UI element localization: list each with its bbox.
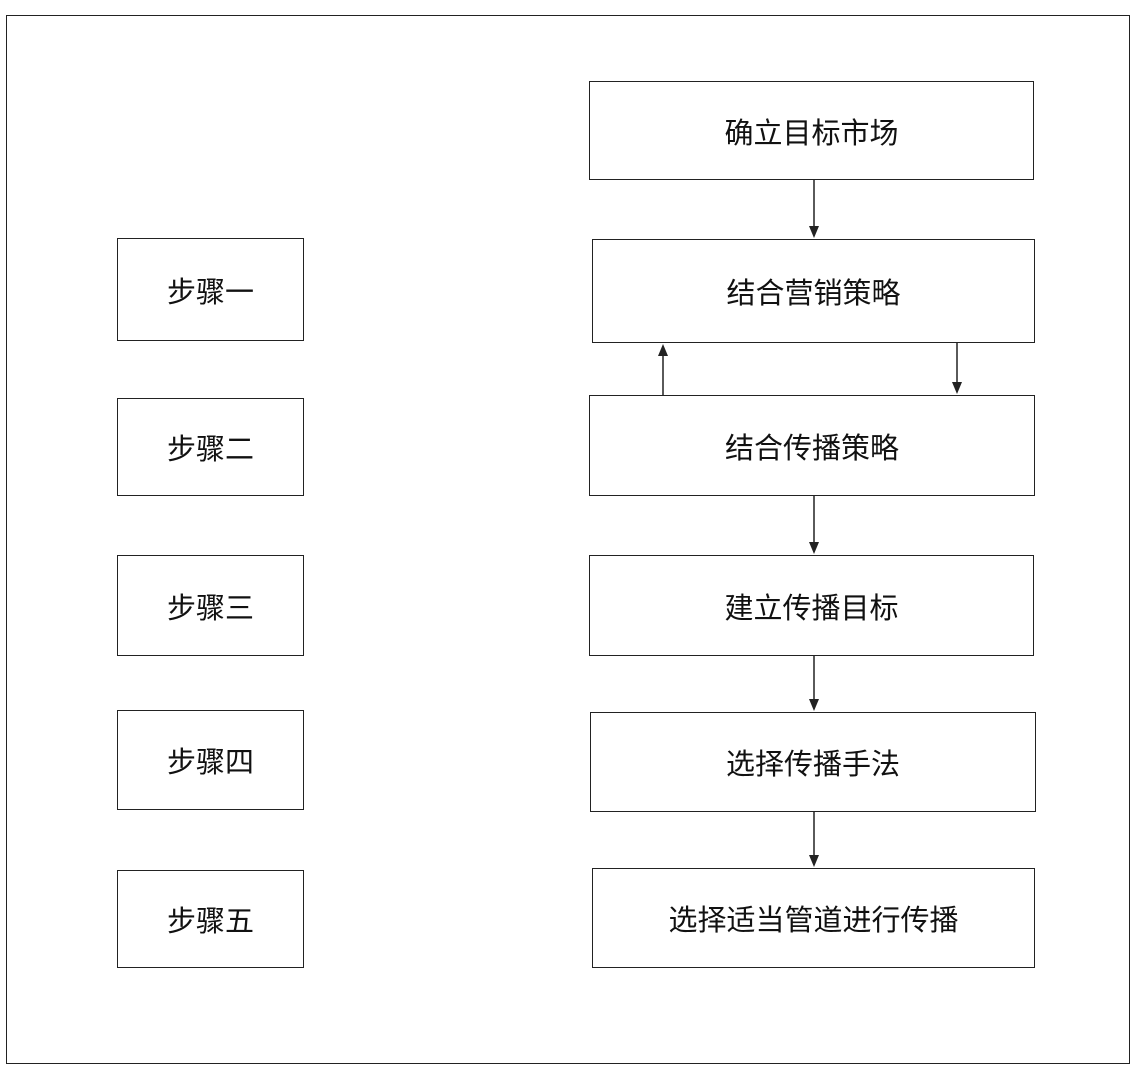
flow-label-marketing-strategy: 结合营销策略 [726, 276, 901, 310]
step-5-label: 步骤五 [166, 904, 254, 938]
step-3-label: 步骤三 [166, 590, 254, 625]
diagram-frame [6, 15, 1130, 1064]
flow-label-target-market: 确立目标市场 [724, 115, 899, 150]
flow-label-communication-strategy: 结合传播策略 [724, 430, 899, 465]
flow-box-communication-goals: 建立传播目标 [589, 555, 1034, 656]
flow-label-communication-methods: 选择传播手法 [725, 747, 900, 781]
flow-box-marketing-strategy: 结合营销策略 [592, 239, 1035, 343]
flow-label-select-channels: 选择适当管道进行传播 [668, 903, 959, 937]
flow-label-communication-goals: 建立传播目标 [724, 590, 899, 625]
step-3-box: 步骤三 [117, 555, 304, 656]
step-2-label: 步骤二 [166, 432, 254, 466]
step-5-box: 步骤五 [117, 870, 304, 968]
flow-box-communication-strategy: 结合传播策略 [589, 395, 1035, 496]
flow-box-target-market: 确立目标市场 [589, 81, 1034, 180]
flow-box-communication-methods: 选择传播手法 [590, 712, 1036, 812]
step-1-label: 步骤一 [166, 274, 254, 309]
step-1-box: 步骤一 [117, 238, 304, 341]
step-4-label: 步骤四 [166, 745, 254, 779]
step-2-box: 步骤二 [117, 398, 304, 496]
step-4-box: 步骤四 [117, 710, 304, 810]
flow-box-select-channels: 选择适当管道进行传播 [592, 868, 1035, 968]
